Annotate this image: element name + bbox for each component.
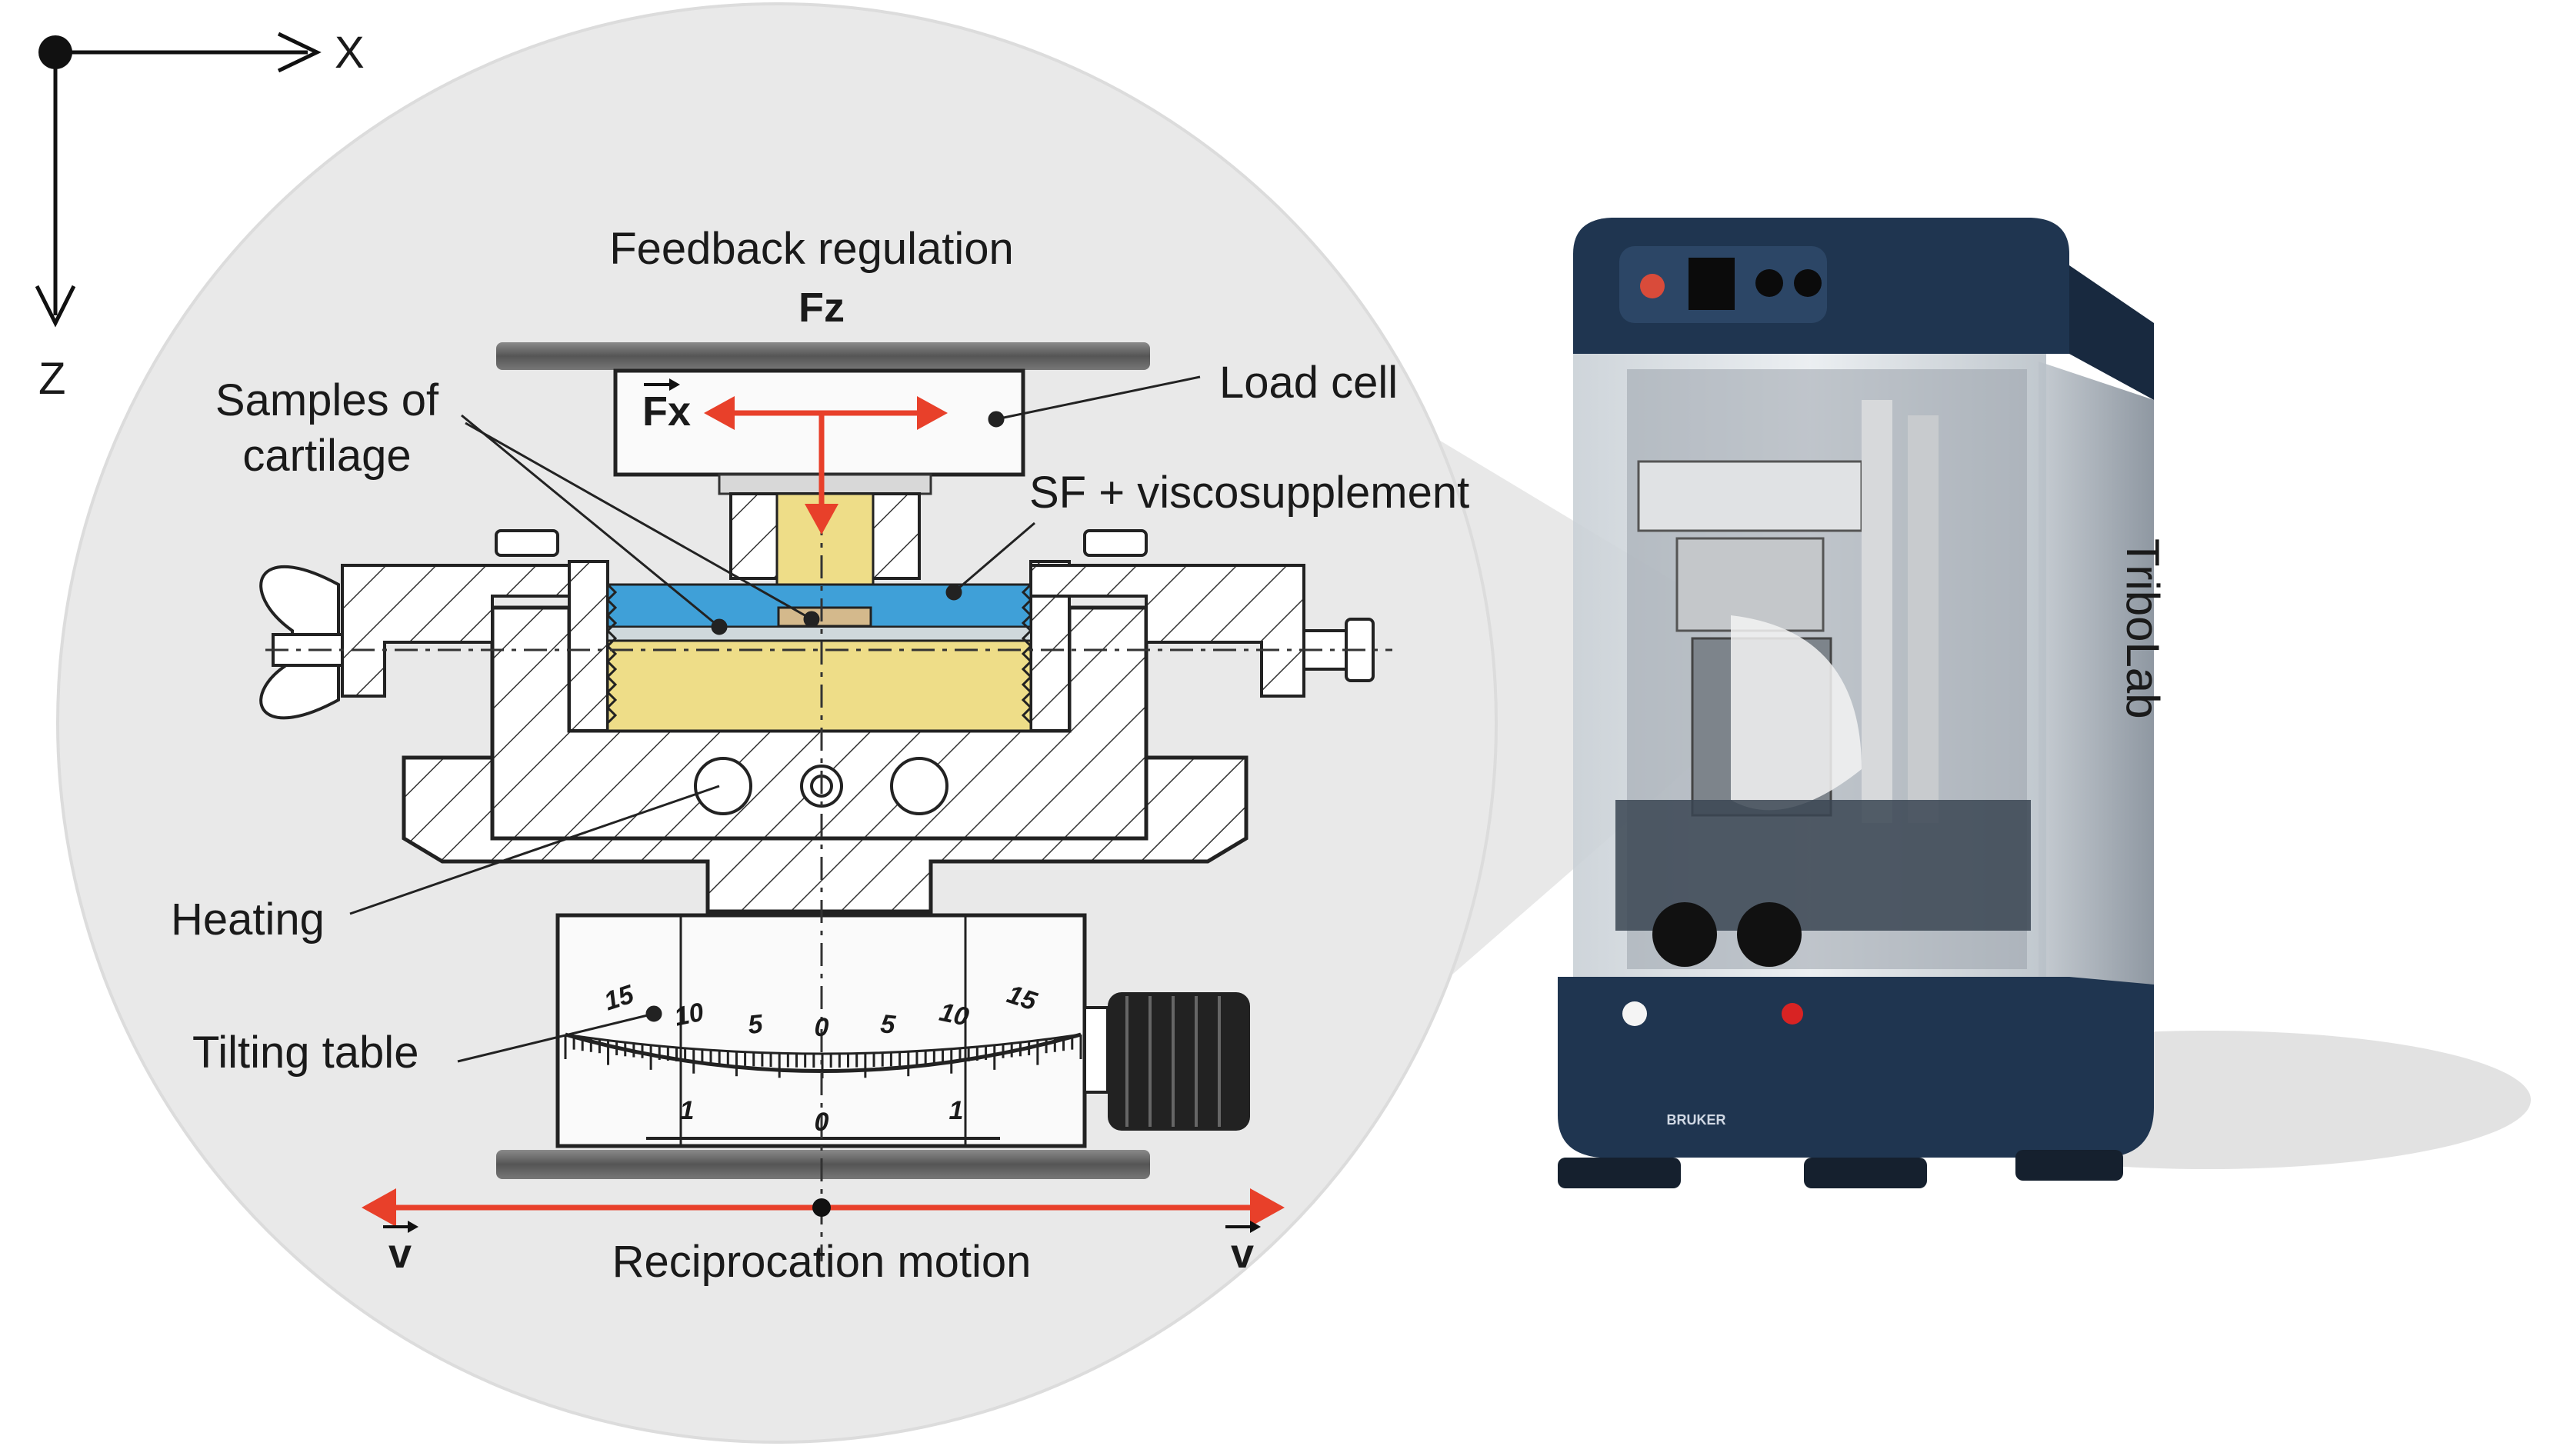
top-bar	[496, 342, 1150, 370]
scale-lower-num: 1	[680, 1096, 695, 1125]
scale-lower-num: 1	[949, 1096, 964, 1125]
velocity-label-left: v	[388, 1231, 412, 1277]
maker-logo: BRUKER	[1666, 1112, 1725, 1128]
sf-label: SF + viscosupplement	[1029, 468, 1469, 518]
fx-label: Fx	[642, 388, 691, 435]
axis-indicator: X Z	[35, 28, 365, 404]
x-axis-label: X	[335, 28, 365, 78]
scale-upper-num: 10	[672, 998, 706, 1032]
samples-label-line1: Samples of	[215, 375, 439, 425]
scale-lower-num: 0	[815, 1108, 829, 1137]
scale-upper-num: 5	[879, 1009, 898, 1040]
velocity-label-right: v	[1231, 1231, 1254, 1277]
z-axis-label: Z	[38, 354, 65, 404]
scale-upper-num: 5	[746, 1009, 765, 1040]
leader-lines	[349, 375, 1201, 1063]
load-cell-label: Load cell	[1219, 358, 1398, 408]
lower-cartilage-sample	[606, 639, 1032, 732]
scale-upper-num: 0	[815, 1013, 829, 1042]
labels: Feedback regulation Fz Fx Load cell Samp…	[171, 224, 1469, 1287]
instrument-base	[1558, 977, 2154, 1158]
fz-label: Fz	[798, 285, 845, 331]
samples-label-line2: cartilage	[242, 431, 411, 481]
heating-label: Heating	[171, 895, 325, 945]
tilting-label: Tilting table	[192, 1028, 418, 1078]
bottom-bar	[496, 1150, 1150, 1179]
heating-hole	[890, 757, 948, 815]
reciprocation-label: Reciprocation motion	[612, 1237, 1032, 1287]
mechanism-schematic	[259, 342, 1392, 1261]
tribolab-instrument: TriboLab BRUKER	[1558, 218, 2531, 1188]
tilt-knob	[1083, 1006, 1109, 1094]
brand-label: TriboLab	[2117, 538, 2169, 719]
tilt-scale-ticks	[564, 1035, 1082, 1078]
side-panel	[2039, 362, 2154, 1008]
tilt-scale-numbers: 15 10 5 0 5 10 15 1 0 1	[601, 979, 1042, 1137]
heating-hole	[694, 757, 752, 815]
scale-upper-num: 10	[937, 998, 972, 1032]
feedback-label: Feedback regulation	[609, 224, 1014, 274]
